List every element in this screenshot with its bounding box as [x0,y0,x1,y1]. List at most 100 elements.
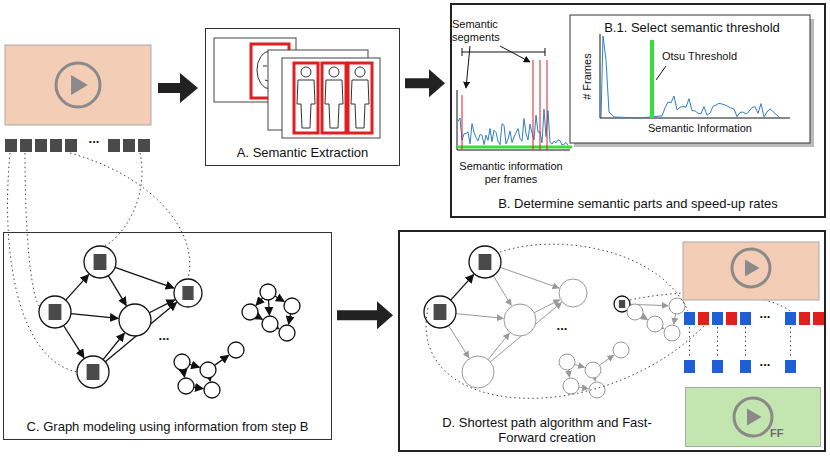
frame-square [799,312,810,325]
otsu-line [650,40,654,118]
frame-square [684,360,695,373]
flow-arrow [405,69,445,97]
graph-edge [534,300,559,313]
play-triangle [745,259,760,276]
graph-node [279,325,295,341]
graph-node [260,284,276,300]
frame-square [712,312,723,325]
play-circle [734,398,772,436]
person-body [325,80,343,128]
chart-label: Semantic information per frames [452,160,570,186]
graph-edge [71,314,118,319]
detection-box [348,63,372,133]
frame-square [619,300,625,308]
graph-edge [579,387,588,388]
graph-edge [256,298,263,305]
frame-square [50,139,62,152]
frame-square [785,312,796,325]
graph-node [174,279,202,307]
detection-box [322,63,346,133]
graph-node [242,304,258,320]
graph-edge [149,300,174,313]
play-circle [732,249,770,287]
graph-edge [194,387,203,388]
graph-edge [575,364,585,367]
graph-node [469,246,501,278]
ellipsis: ... [150,328,178,344]
graph [39,246,300,398]
frame-square [479,254,492,270]
graph-node [462,356,494,388]
play-triangle [71,75,88,95]
segment-leader [462,48,545,56]
ellipsis: ... [750,354,780,370]
graph-edge [493,276,511,306]
frame-square [712,360,723,373]
graph-node [563,378,579,394]
graph-node [119,304,151,336]
axis-label: # Frames [581,37,594,117]
graph-node [585,362,601,378]
frame-strips [5,139,824,373]
graph-node [504,304,536,336]
selection-link [790,327,791,358]
frame-square [684,312,695,325]
frame-square [813,312,824,325]
chart-label: Semantic segments [452,18,522,44]
panel-caption: D. Shortest path algorithm and Fast-Forw… [422,415,672,446]
graph-edge [642,316,647,319]
panel-caption: A. Semantic Extraction [210,145,395,161]
graph-node [84,246,116,278]
graph-node [77,356,109,388]
stage-panel: D. Shortest path algorithm and Fast-Forw… [398,230,826,452]
frame-square [20,139,32,152]
axis [457,90,458,150]
person-body [297,80,315,128]
axis [457,150,570,151]
graph-edge [108,276,126,306]
graph-edge [268,300,270,315]
panel-caption: B. Determine semantic parts and speed-up… [456,196,820,212]
graph-node [200,362,216,378]
frame-square [740,312,751,325]
segment-leader [500,46,530,62]
graph-edge [257,316,262,319]
frame-square [123,139,135,152]
selection-link [689,327,690,358]
ellipsis: ... [82,131,106,147]
frame-square [434,304,447,320]
selection-link [745,327,746,358]
graph-edge [215,355,229,365]
graph-edge [490,303,561,362]
segment-marks [462,60,547,150]
graph-edge [488,333,509,359]
otsu-leader [656,66,666,80]
graph-edge [600,355,614,365]
graph-node [39,296,71,328]
graph-node [664,325,680,341]
frame-square [65,139,77,152]
stage-panel: B. Determine semantic parts and speed-up… [450,3,826,218]
person-head [301,67,311,77]
graph-node [204,382,220,398]
detection-box [294,63,318,133]
graph-edge [289,314,291,324]
play-icon [685,387,821,447]
graph-node [559,354,575,370]
graph-edge [275,296,284,301]
graph-node [424,296,456,328]
frame-square [182,286,193,300]
flow-arrow [158,73,198,103]
flow-arrow [337,301,393,329]
graph-edge [451,275,474,300]
graph-edge [568,370,569,377]
play-circle [56,63,100,107]
graph-edge [456,314,503,319]
frame-square [94,254,107,270]
graph-edge [190,364,200,367]
graph-node [174,354,190,370]
graph-node [262,316,278,332]
frame-square [785,360,796,373]
graph-edge [115,267,174,288]
ellipsis: ... [750,306,780,322]
